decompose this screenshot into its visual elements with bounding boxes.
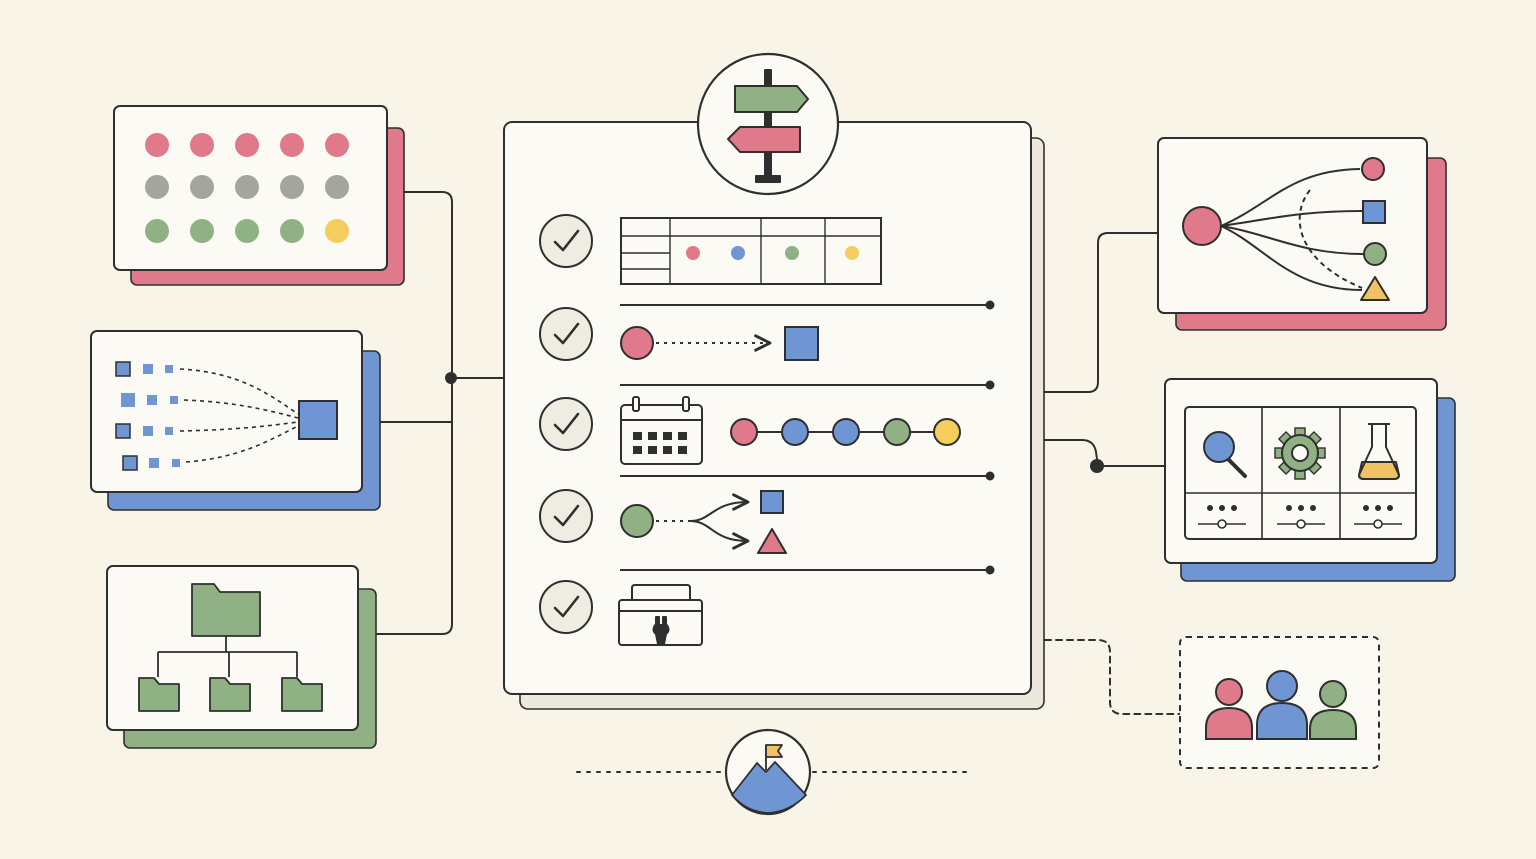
branching-shapes-icon xyxy=(1182,157,1390,301)
slider-icon xyxy=(1277,505,1325,529)
check-icon xyxy=(539,580,593,634)
checklist-checks xyxy=(539,214,593,634)
right-card-tools xyxy=(1164,378,1456,582)
connector-lines xyxy=(357,191,1181,715)
folder-tree-icon xyxy=(138,583,323,712)
connector-right-3 xyxy=(1044,639,1181,715)
connector-right-2 xyxy=(1044,439,1167,467)
junction-dot-right xyxy=(1090,459,1104,473)
tool-panel-icon xyxy=(1184,406,1417,540)
check-icon xyxy=(539,307,593,361)
branch-split-icon xyxy=(620,490,787,554)
left-card-converging xyxy=(90,330,381,511)
magnifier-icon xyxy=(1203,431,1247,478)
row-dividers xyxy=(620,300,995,575)
slider-icons xyxy=(1198,505,1402,529)
dot-grid-icon xyxy=(145,133,349,243)
connector-right-1 xyxy=(1044,232,1159,393)
user-icon xyxy=(1309,680,1357,740)
calendar-timeline-icon xyxy=(620,396,961,465)
connector-left-1 xyxy=(386,191,453,379)
mountain-flag-icon xyxy=(731,744,807,814)
calendar-icon xyxy=(620,396,703,465)
left-card-folder-tree xyxy=(106,565,377,749)
checklist-card xyxy=(503,121,1045,710)
table-icon xyxy=(620,217,882,285)
check-icon xyxy=(539,397,593,451)
slider-icon xyxy=(1198,505,1246,529)
signpost-icon xyxy=(727,69,809,183)
right-card-team xyxy=(1179,636,1380,769)
gear-icon xyxy=(1274,427,1326,480)
user-group-icon xyxy=(1205,670,1357,740)
toolbox-icon xyxy=(618,584,703,646)
check-icon xyxy=(539,214,593,268)
slider-icon xyxy=(1354,505,1402,529)
converging-squares-icon xyxy=(115,361,338,471)
junction-dot-left xyxy=(445,372,457,384)
connector-left-3 xyxy=(357,377,453,635)
check-icon xyxy=(539,489,593,543)
left-card-dot-grid xyxy=(113,105,405,286)
arrow-flow-icon xyxy=(620,326,819,361)
user-icon xyxy=(1205,678,1253,740)
right-card-branching xyxy=(1157,137,1447,331)
flask-icon xyxy=(1358,423,1400,480)
signpost-badge xyxy=(696,52,840,196)
user-icon xyxy=(1256,670,1308,740)
goal-badge xyxy=(576,728,973,816)
